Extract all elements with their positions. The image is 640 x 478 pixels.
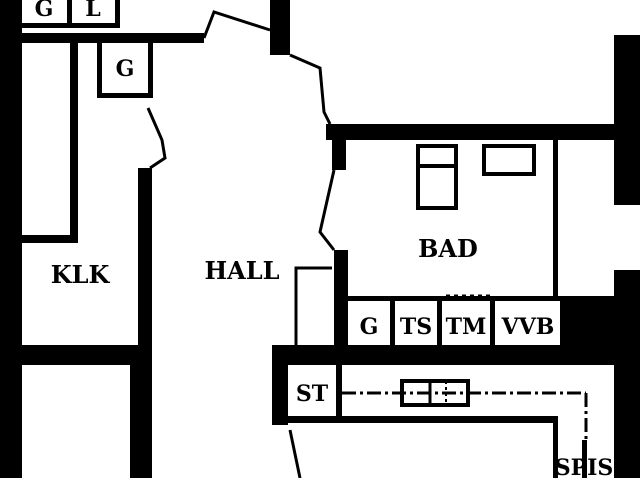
wall-closet-divider (553, 140, 558, 300)
hall-right-edge (289, 53, 332, 125)
stove-icon (400, 379, 470, 407)
wall-g-box-left (97, 43, 102, 98)
wall-klk-hall (138, 168, 152, 478)
bathtub-icon (416, 144, 458, 210)
hall-outline (146, 10, 336, 478)
label-l-top: L (85, 0, 100, 22)
label-tm: TM (446, 314, 487, 340)
label-ts: TS (400, 314, 432, 340)
bath-fixtures (416, 144, 536, 298)
wall-top-box-divider (67, 0, 72, 28)
wall-right-outer-top (614, 35, 640, 205)
wall-utility-block (560, 296, 614, 346)
hall-bath-door (318, 169, 336, 251)
wall-lower-room-right (130, 365, 138, 478)
wall-utility-bottom (272, 345, 614, 365)
wall-kitchen-right (553, 423, 558, 478)
wall-upper-horizontal (22, 33, 204, 43)
label-st: ST (296, 381, 329, 407)
wall-top-box-right (115, 0, 120, 28)
wall-st-right (336, 365, 342, 420)
wall-bath-left (332, 140, 346, 170)
wall-bath-left-lower (334, 250, 348, 348)
sink-icon (482, 144, 536, 176)
label-g-bath: G (360, 314, 379, 340)
wall-klk-bottom (22, 345, 138, 365)
wall-utility-div-2 (437, 296, 442, 346)
wall-top-stub (270, 0, 290, 55)
label-hall: HALL (204, 256, 279, 285)
hall-bottom-door (288, 429, 302, 478)
label-vvb: VVB (501, 314, 555, 340)
hall-left-door (146, 107, 167, 170)
label-bad: BAD (418, 234, 478, 263)
wall-utility-div-3 (490, 296, 495, 346)
wall-left-inner-bottom (22, 235, 78, 243)
wall-bath-top (326, 124, 616, 140)
label-spis: SPIS (555, 455, 614, 478)
hall-top-edge (202, 10, 271, 39)
label-g-mid: G (116, 56, 135, 82)
wall-left-inner (70, 43, 78, 243)
kitchen-counter (342, 379, 588, 440)
wall-g-box-bottom (97, 93, 153, 98)
wall-left-outer (0, 0, 22, 478)
wall-st-left (272, 345, 288, 425)
label-g-top: G (35, 0, 54, 22)
hall-closet (294, 266, 332, 345)
wall-kitchen-inner (582, 440, 587, 478)
label-klk: KLK (51, 260, 111, 289)
wall-right-outer-bottom (614, 270, 640, 478)
wall-utility-div-1 (390, 296, 395, 346)
wall-kitchen-top (288, 416, 558, 423)
wall-g-box-right (148, 43, 153, 98)
wall-utility-top (346, 296, 614, 301)
